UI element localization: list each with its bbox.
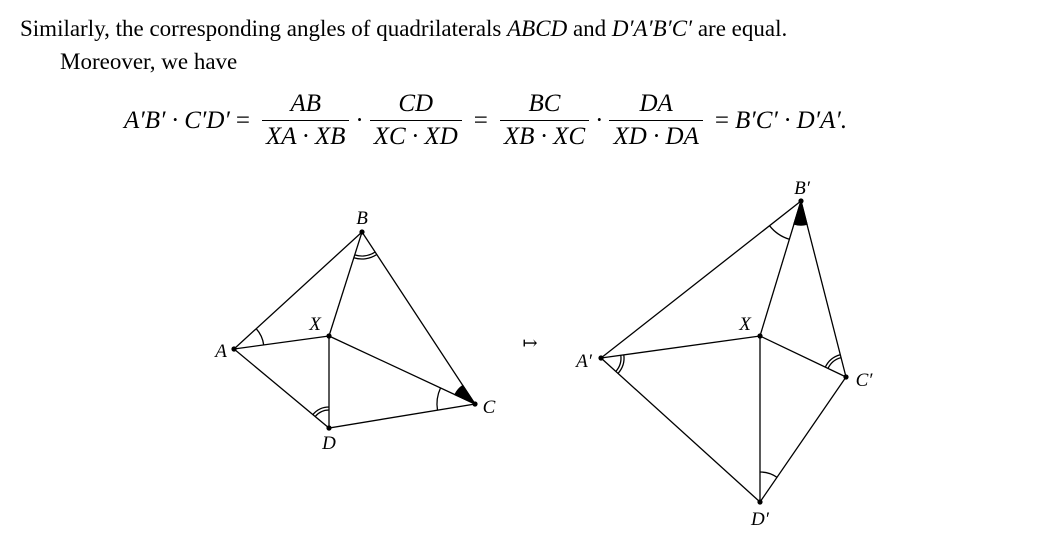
segment-xb [328,231,363,337]
angle-mark-c-prime [824,354,842,369]
denominator: XD · DA [609,120,703,151]
label-d: D [321,433,336,454]
label-b: B [356,208,368,229]
fraction: AB XA · XB [262,90,350,151]
segment-xa-prime [600,335,761,359]
fraction: DA XD · DA [609,90,703,151]
eq-rhs: B′C′ · D′A′. [734,106,848,134]
angle-mark-b-prime [768,225,790,240]
equation: A′B′ · C′D′ = AB XA · XB · CD XC · XD = BC… [124,90,847,151]
angle-mark-b-prime-filled [793,198,808,226]
segment-xc [328,335,476,405]
fraction: CD XC · XD [369,90,462,151]
point-d-prime [757,499,763,505]
eq-sign: = [473,106,488,134]
point-x [326,333,332,339]
quad-abcd [233,231,477,429]
angle-mark-d-prime [759,471,778,478]
point-x-prime [757,333,763,339]
angle-mark-a-prime [615,354,625,374]
denominator: XC · XD [369,120,462,151]
point-a-prime [598,355,604,361]
paragraph-line-1: Similarly, the corresponding angles of q… [20,16,787,42]
label-x-prime: X [738,314,752,335]
segment-xc-prime [759,335,847,378]
angle-mark-d [312,406,330,417]
point-b-prime [798,198,804,204]
label-b-prime: B′ [794,178,811,199]
fraction: BC XB · XC [499,90,590,151]
label-x: X [308,314,322,335]
point-b [359,229,365,235]
eq-sign: = [235,106,251,134]
text: Similarly, the corresponding angles of q… [20,16,508,41]
text: are equal. [692,16,788,41]
right-quadrilateral: A′ B′ C′ D′ X [574,178,873,530]
label-a: A [213,341,227,362]
angle-mark-b [353,251,378,260]
math-dabc-prime: D′A′B′C′ [611,16,693,41]
eq-sign: = [714,106,729,134]
point-c-prime [843,374,849,380]
angle-mark-a [255,328,265,346]
label-a-prime: A′ [574,351,593,372]
paragraph-line-2: Moreover, we have [60,49,238,74]
left-quadrilateral: A B C D X [213,208,495,454]
maps-to-arrow: ↦ [522,333,537,353]
math-abcd: ABCD [507,16,568,41]
angle-mark-c [436,387,442,411]
quad-abcd-prime [599,199,847,503]
eq-lhs: A′B′ · C′D′ [124,106,230,134]
numerator: AB [290,90,321,117]
angle-mark-c-filled [454,384,477,406]
numerator: DA [639,90,673,117]
numerator: BC [528,90,561,117]
dot: · [355,106,364,134]
numerator: CD [398,90,434,117]
point-d [326,425,332,431]
denominator: XA · XB [262,120,350,151]
point-c [472,401,478,407]
label-c: C [483,397,496,418]
label-d-prime: D′ [750,509,770,530]
denominator: XB · XC [499,120,590,151]
segment-xa [233,335,330,350]
point-a [231,346,237,352]
text: and [567,16,612,41]
dot: · [595,106,604,134]
label-c-prime: C′ [856,370,874,391]
